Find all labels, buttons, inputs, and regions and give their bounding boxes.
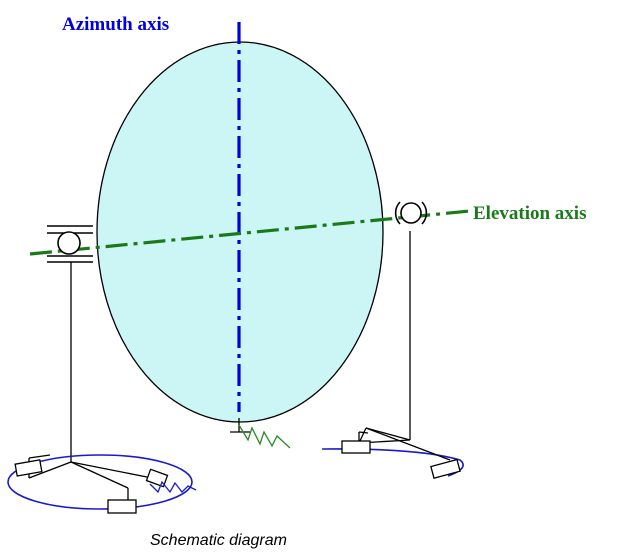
left-drive-spring [149,480,197,494]
diagram-caption: Schematic diagram [150,532,287,549]
left-bogie-front [107,499,137,514]
left-azimuth-track [7,454,193,510]
right-base-frame [358,427,451,461]
left-bogie-rear [14,459,43,477]
right-bogie-front [341,440,371,454]
right-elevation-bearing [394,201,428,225]
centre-drive-spring [238,424,291,449]
azimuth-axis-label: Azimuth axis [62,14,169,35]
elevation-axis-label: Elevation axis [473,203,586,224]
elevation-axis-line [29,209,471,256]
left-elevation-bearing [47,225,93,263]
left-base-frame [28,454,153,500]
right-bogie-rear [430,458,461,479]
